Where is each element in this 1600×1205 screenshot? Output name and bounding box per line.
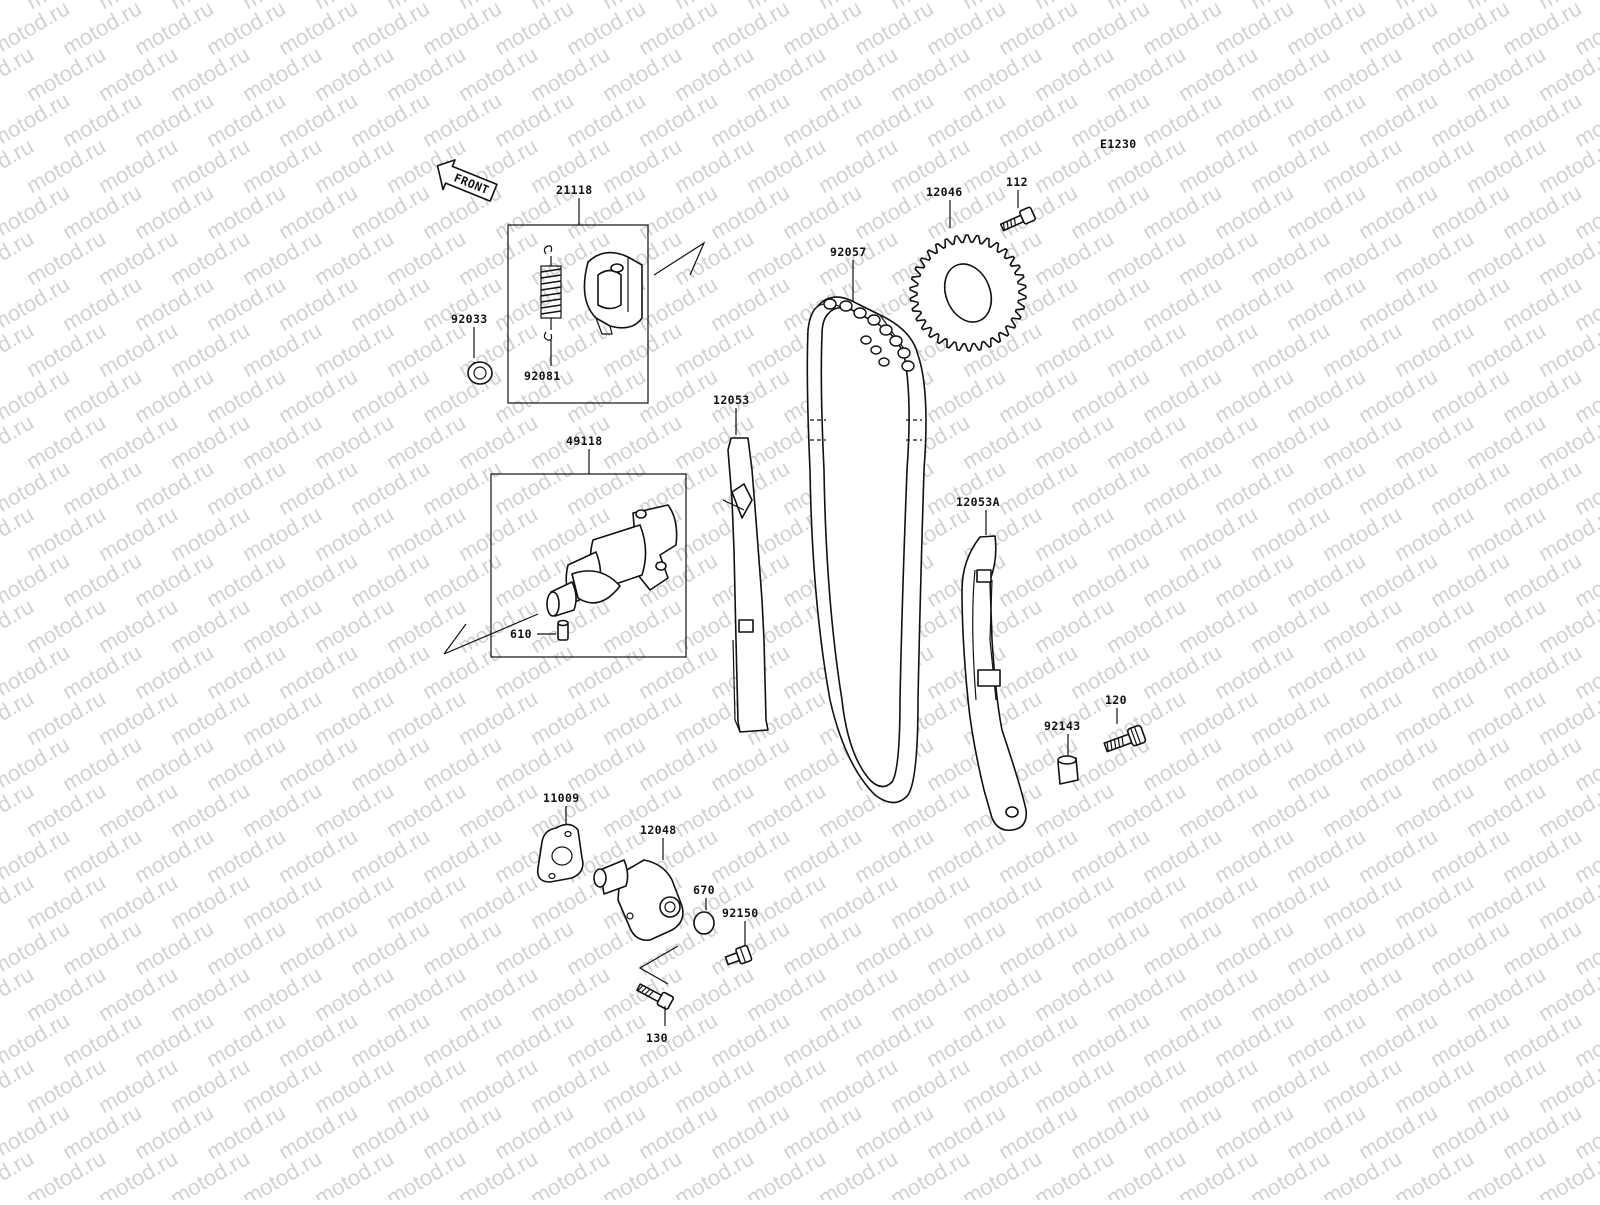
part-21118-cam xyxy=(583,251,643,335)
label-21118[interactable]: 21118 xyxy=(556,183,593,197)
part-670-o-ring xyxy=(693,911,715,935)
label-12046[interactable]: 12046 xyxy=(926,185,963,199)
label-11009[interactable]: 11009 xyxy=(543,791,580,805)
part-12053A-tensioner-guide xyxy=(961,535,1028,832)
part-92057-cam-chain xyxy=(806,296,927,804)
label-610[interactable]: 610 xyxy=(510,627,532,641)
part-120-bolt xyxy=(1103,724,1147,753)
part-49118-camshaft xyxy=(546,504,678,617)
part-92033-circlip xyxy=(467,361,493,385)
part-12053-chain-guide xyxy=(722,437,769,733)
label-92057[interactable]: 92057 xyxy=(830,245,867,259)
part-92143-collar xyxy=(1057,755,1079,785)
assembly-box-21118 xyxy=(507,224,649,404)
part-92081-spring xyxy=(540,245,562,341)
label-92143[interactable]: 92143 xyxy=(1044,719,1081,733)
label-49118[interactable]: 49118 xyxy=(566,434,603,448)
label-12053[interactable]: 12053 xyxy=(713,393,750,407)
label-12053A[interactable]: 12053A xyxy=(956,495,1000,509)
label-120[interactable]: 120 xyxy=(1105,693,1127,707)
part-11009-gasket xyxy=(536,823,584,883)
label-112[interactable]: 112 xyxy=(1006,175,1028,189)
part-130-bolt xyxy=(636,983,674,1010)
label-92081[interactable]: 92081 xyxy=(524,369,561,383)
part-12048-chain-tensioner xyxy=(593,859,684,942)
label-130[interactable]: 130 xyxy=(646,1031,668,1045)
diagram-code: E1230 xyxy=(1100,137,1137,151)
label-12048[interactable]: 12048 xyxy=(640,823,677,837)
watermark-text: motod.ru xyxy=(0,1191,2,1200)
part-610-pin xyxy=(557,619,569,641)
label-670[interactable]: 670 xyxy=(693,883,715,897)
part-92150-cap-bolt xyxy=(724,944,753,966)
label-92150[interactable]: 92150 xyxy=(722,906,759,920)
part-12046-cam-sprocket xyxy=(909,234,1027,352)
label-92033[interactable]: 92033 xyxy=(451,312,488,326)
assembly-box-49118 xyxy=(490,473,687,658)
part-112-bolt xyxy=(999,206,1036,232)
